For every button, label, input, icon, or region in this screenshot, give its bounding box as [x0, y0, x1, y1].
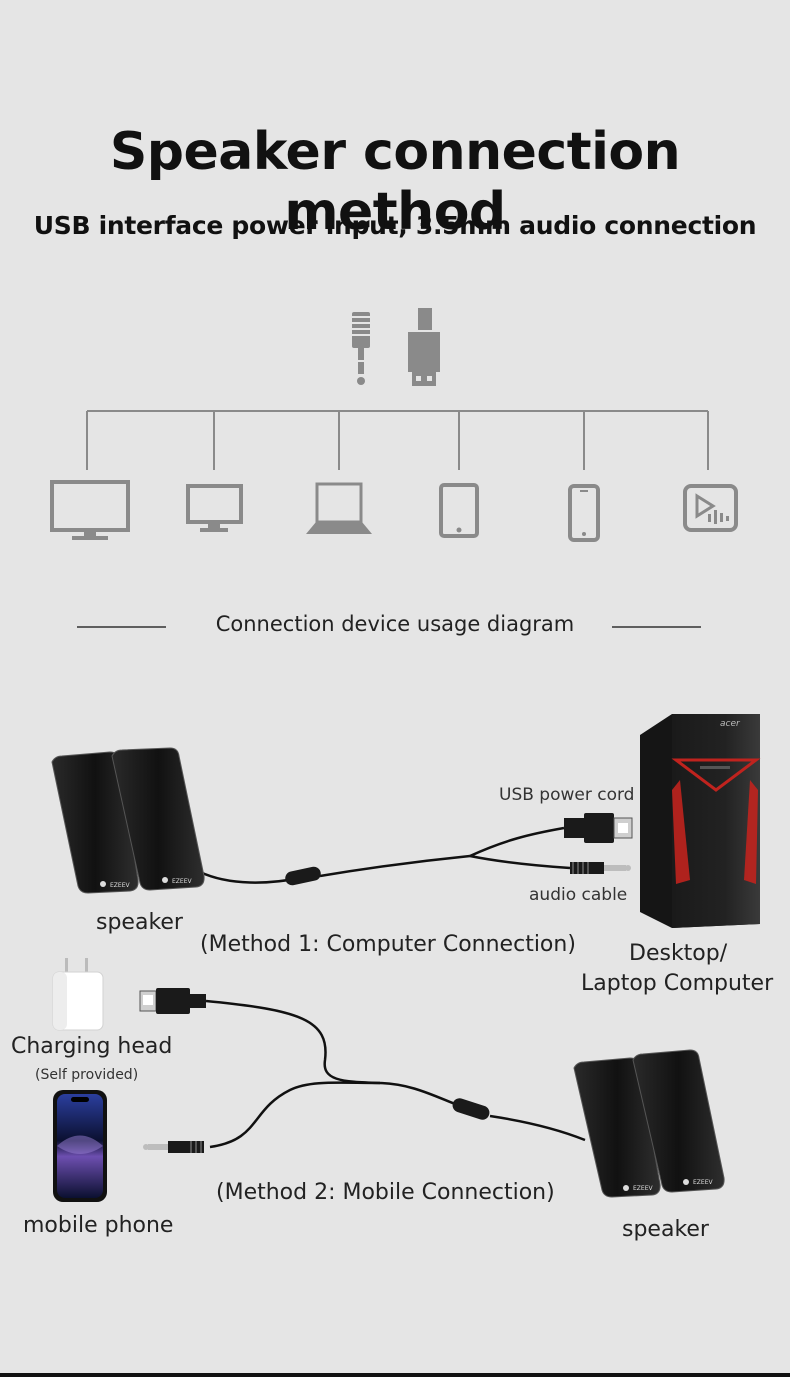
- page-subtitle: USB interface power input, 3.5mm audio c…: [33, 211, 757, 240]
- method2-cables: [205, 999, 586, 1149]
- computer-label-line2: Laptop Computer: [581, 971, 774, 996]
- tv-icon: [50, 480, 130, 540]
- audio-cable-label: audio cable: [529, 885, 628, 905]
- media-player-icon: [683, 484, 738, 532]
- laptop-icon: [306, 482, 372, 534]
- desktop-tower-image: [640, 714, 761, 928]
- usb-power-cord-label: USB power cord: [499, 785, 635, 805]
- speaker-pair-method2: [573, 1049, 725, 1198]
- device-tree-lines: [86, 410, 709, 470]
- method2-caption: (Method 2: Mobile Connection): [216, 1180, 555, 1205]
- diagram-label: Connection device usage diagram: [215, 612, 575, 636]
- method1-cables: [199, 826, 571, 884]
- charger-label: Charging head: [11, 1034, 173, 1059]
- speaker-label-method1: speaker: [96, 910, 183, 935]
- speaker-brand-1a: EZEEV: [110, 882, 130, 889]
- speaker-brand-2b: EZEEV: [693, 1179, 713, 1186]
- method1-caption: (Method 1: Computer Connection): [200, 932, 576, 957]
- speaker-label-method2: speaker: [622, 1217, 709, 1242]
- usb-plug-method1: [564, 813, 633, 843]
- audio-jack-icon: [352, 312, 370, 385]
- computer-label-line1: Desktop/: [629, 941, 728, 966]
- computer-brand: acer: [720, 719, 741, 729]
- tablet-icon: [439, 483, 479, 538]
- inline-controller-2: [452, 1098, 490, 1120]
- speaker-brand-2a: EZEEV: [633, 1185, 653, 1192]
- speaker-brand-1b: EZEEV: [172, 878, 192, 885]
- desktop-monitor-icon: [186, 484, 243, 532]
- smartphone-icon: [568, 484, 600, 542]
- phone-image: [53, 1090, 107, 1202]
- phone-label: mobile phone: [23, 1213, 174, 1238]
- usb-plug-icon: [408, 308, 440, 386]
- charger-note: (Self provided): [35, 1067, 139, 1083]
- speaker-pair-method1: [51, 747, 205, 894]
- audio-plug-method2: [143, 1141, 204, 1153]
- page-title: Speaker connection method: [109, 122, 681, 242]
- inline-controller: [285, 866, 321, 886]
- audio-plug-method1: [570, 862, 631, 874]
- charger-image: [52, 958, 104, 1031]
- bottom-rule: [0, 1373, 790, 1377]
- usb-plug-method2: [139, 988, 206, 1014]
